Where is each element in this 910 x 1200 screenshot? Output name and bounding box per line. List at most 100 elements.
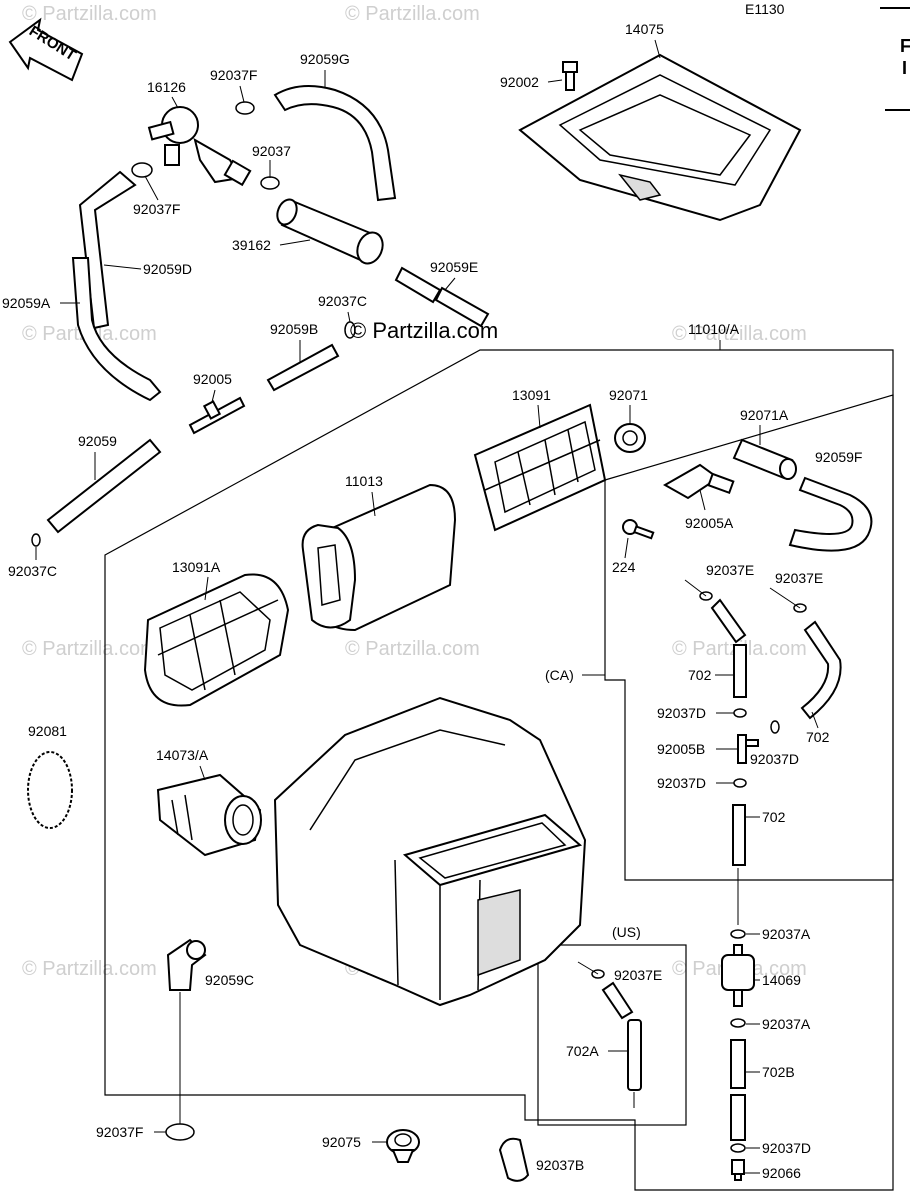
clip-icon — [498, 1137, 530, 1182]
fitting-icon — [188, 396, 246, 435]
cap-icon — [731, 1159, 745, 1181]
part-label: 92071A — [740, 407, 789, 423]
hose-icon — [71, 257, 162, 402]
part-label: 92059A — [2, 295, 51, 311]
part-label: 92037A — [762, 1016, 811, 1032]
hose-icon — [788, 476, 873, 552]
clamp-icon — [699, 591, 713, 601]
clamp-icon — [733, 708, 747, 718]
part-label: 92005B — [657, 741, 705, 757]
part-label: 13091 — [512, 387, 551, 403]
us-region-box — [537, 944, 687, 1126]
part-label: 92005 — [193, 371, 232, 387]
grommet-icon — [614, 423, 646, 453]
part-label: 92037F — [210, 67, 257, 83]
clamp-icon — [730, 1143, 746, 1153]
front-arrow-icon: FRONT — [8, 17, 84, 82]
part-label: 92037E — [614, 967, 662, 983]
part-label: 14073/A — [156, 747, 209, 763]
filter-element-icon — [301, 483, 457, 632]
part-label: 92066 — [762, 1165, 801, 1181]
part-label: 11013 — [345, 473, 383, 489]
watermark: © Partzilla.com — [22, 3, 157, 25]
part-label: 92059B — [270, 321, 318, 337]
clamp-icon — [730, 1018, 746, 1028]
part-label: 92005A — [685, 515, 734, 531]
watermark: © Partzilla.com — [345, 3, 480, 25]
part-label: 92037D — [762, 1140, 811, 1156]
pipe-icon — [46, 438, 162, 534]
part-label: 702 — [762, 809, 786, 825]
hose-icon — [710, 598, 747, 644]
region-label: (CA) — [545, 667, 574, 683]
ring-icon — [27, 751, 73, 829]
ca-region-box — [604, 394, 894, 881]
hose-icon — [78, 170, 137, 330]
watermark: © Partzilla.com — [345, 638, 480, 660]
part-label: 702 — [806, 729, 830, 745]
pipe-icon — [394, 266, 490, 328]
part-label: 39162 — [232, 237, 271, 253]
part-label: 14075 — [625, 21, 664, 37]
hose-icon — [733, 644, 747, 698]
part-label: 92059C — [205, 972, 254, 988]
hose-icon — [601, 981, 634, 1020]
canister-filter-icon — [721, 944, 755, 1007]
part-label: 92059G — [300, 51, 350, 67]
part-labels: 14075 92002 16126 92037F 92059G 92037 92… — [2, 21, 862, 1181]
pipe-icon — [266, 343, 340, 392]
part-label: 702 — [688, 667, 712, 683]
hose-icon — [800, 620, 842, 720]
clamp-icon — [793, 603, 807, 613]
part-label: 92037C — [8, 563, 57, 579]
pipe-icon — [732, 438, 797, 480]
part-label: 92037B — [536, 1157, 584, 1173]
clamp-icon — [131, 162, 153, 178]
clamp-icon — [31, 533, 41, 547]
elbow-hose-icon — [166, 938, 207, 991]
filter-grid-icon — [473, 403, 607, 532]
hose-icon — [730, 1094, 746, 1141]
screw-icon — [622, 519, 655, 540]
part-label: 92071 — [609, 387, 648, 403]
clamp-icon — [165, 1123, 195, 1141]
intake-duct-icon — [156, 773, 262, 857]
part-label: 92075 — [322, 1134, 361, 1150]
clamp-icon — [260, 176, 280, 190]
fitting-icon — [662, 463, 735, 500]
part-label: 92037 — [252, 143, 291, 159]
clamp-icon — [235, 101, 255, 115]
assembly-outline-box — [104, 349, 894, 1191]
part-label: 14069 — [762, 972, 801, 988]
diagram-code: E1130 — [745, 1, 785, 17]
hose-icon — [273, 85, 397, 202]
clamp-icon — [591, 969, 605, 979]
air-box-lid-tray — [518, 53, 802, 222]
part-label: 16126 — [147, 79, 186, 95]
filter-cylinder-icon — [276, 198, 384, 265]
watermark: © Partzilla.com — [22, 958, 157, 980]
part-label: 92037D — [750, 751, 799, 767]
part-label: 92059 — [78, 433, 117, 449]
grommet-icon — [386, 1129, 420, 1163]
part-label: 92059F — [815, 449, 862, 465]
part-label: 92037A — [762, 926, 811, 942]
part-label: 92037C — [318, 293, 367, 309]
part-label: 92037E — [775, 570, 823, 586]
bolt-icon — [562, 61, 578, 91]
filter-grid-icon — [143, 573, 290, 707]
clamp-icon — [733, 778, 747, 788]
hose-icon — [732, 804, 746, 866]
watermark: © Partzilla.com — [22, 638, 157, 660]
part-label: 92037E — [706, 562, 754, 578]
part-label: 92059D — [143, 261, 192, 277]
part-label: 224 — [612, 559, 636, 575]
corner-fragment: F — [900, 36, 910, 56]
air-box-case-icon — [273, 696, 587, 1007]
hose-icon — [627, 1019, 642, 1091]
part-label: 13091A — [172, 559, 221, 575]
region-label: (US) — [612, 924, 641, 940]
valve-icon — [147, 106, 252, 187]
clamp-icon — [770, 720, 780, 734]
